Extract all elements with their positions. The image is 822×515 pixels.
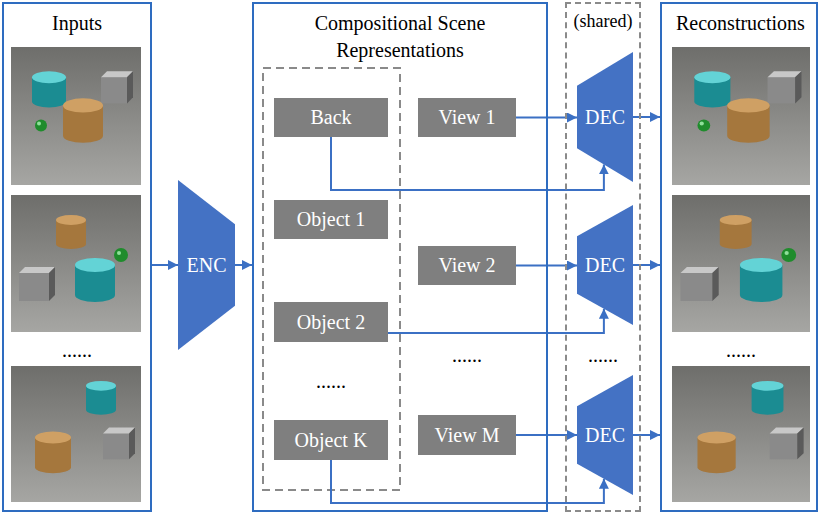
connector-arrow	[152, 264, 178, 266]
trapezoid-shape	[178, 180, 235, 350]
node-label: View 2	[438, 254, 495, 277]
decoder-trapezoid: DEC	[577, 205, 633, 325]
representation-box: Object 1	[274, 200, 388, 239]
representation-box: Back	[274, 98, 388, 137]
decoder-trapezoid: DEC	[577, 52, 633, 182]
connector-arrow	[633, 116, 660, 118]
trapezoid-shape	[577, 205, 633, 325]
panel-title: Inputs	[4, 4, 150, 37]
representation-group	[263, 68, 400, 490]
connector-arrow	[633, 434, 660, 436]
trapezoid-shape	[577, 375, 633, 495]
node-label: DEC	[585, 424, 625, 447]
node-label: DEC	[585, 106, 625, 129]
connector-arrow	[331, 460, 604, 503]
panel-box: Compositional Scene RepresentationsBackO…	[252, 2, 548, 512]
connector-arrow	[235, 264, 252, 266]
representation-box: Object K	[274, 420, 388, 460]
ellipsis-label: ......	[726, 339, 756, 362]
ellipsis-label: ......	[316, 370, 346, 393]
ellipsis-label: ......	[62, 339, 92, 362]
node-label: View M	[435, 424, 500, 447]
node-label: ENC	[187, 254, 227, 277]
connector-arrow	[331, 137, 604, 190]
shared-group: (shared) DEC DEC DEC	[565, 2, 641, 512]
input-image	[11, 195, 141, 332]
input-image	[11, 47, 141, 185]
panel-title: Reconstructions	[662, 4, 816, 37]
panel-box: Reconstructions	[660, 2, 818, 512]
reconstruction-image	[672, 47, 810, 185]
node-label: View 1	[438, 106, 495, 129]
representation-box: View 1	[418, 98, 516, 137]
node-label: DEC	[585, 254, 625, 277]
decoder-trapezoid: DEC	[577, 375, 633, 495]
input-image	[11, 366, 141, 502]
encoder-trapezoid: ENC	[178, 180, 235, 350]
panel-title: (shared)	[567, 4, 639, 35]
node-label: Object 1	[297, 208, 365, 231]
trapezoid-shape	[577, 52, 633, 182]
representation-box: View 2	[418, 246, 516, 285]
ellipsis-label: ......	[588, 344, 618, 367]
reconstruction-image	[672, 195, 810, 332]
representation-box: View M	[418, 415, 516, 455]
panel-title: Compositional Scene Representations	[254, 4, 546, 64]
connector-arrow	[633, 264, 660, 266]
representation-box: Object 2	[274, 302, 388, 342]
node-label: Object K	[295, 429, 368, 452]
node-label: Object 2	[297, 311, 365, 334]
panel-box: Inputs	[2, 2, 152, 512]
node-label: Back	[310, 106, 351, 129]
connector-arrow	[388, 309, 604, 333]
reconstruction-image	[672, 366, 810, 502]
ellipsis-label: ......	[452, 344, 482, 367]
